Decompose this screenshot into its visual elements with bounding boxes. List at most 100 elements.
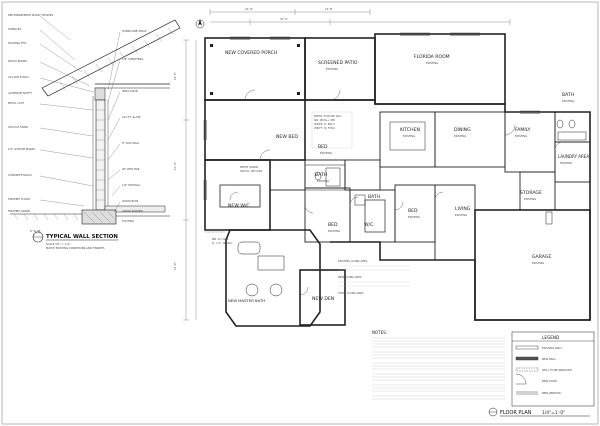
- room-label-new-wic: NEW W/C: [228, 203, 250, 209]
- legend: LEGEND EXISTING WALL NEW WALL WALL TO BE…: [511, 331, 595, 407]
- svg-text:METAL LATH: METAL LATH: [8, 101, 24, 105]
- wall-section-detail: PRE-ENGINEERED WOOD TRUSSES SHINGLES ROO…: [8, 13, 181, 250]
- svg-text:13'-8": 13'-8": [325, 7, 333, 11]
- svg-text:CONCRETE BLOCK: CONCRETE BLOCK: [8, 173, 32, 177]
- svg-text:2x4 SUB FASCIA: 2x4 SUB FASCIA: [8, 75, 29, 79]
- svg-text:TOTAL LIVING AREA: TOTAL LIVING AREA: [338, 291, 364, 295]
- sheet-title-block: FLOOR PLAN 1/4"=1'-0": [488, 407, 590, 417]
- svg-text:1/2" DRYWALL: 1/2" DRYWALL: [122, 183, 141, 187]
- svg-text:FINISHED GRADE: FINISHED GRADE: [8, 209, 30, 213]
- room-label-new-den: NEW DEN: [312, 296, 334, 302]
- sheet-title: FLOOR PLAN: [500, 410, 532, 416]
- svg-text:FOOTING: FOOTING: [122, 219, 134, 223]
- svg-text:AND INSTALL NEW: AND INSTALL NEW: [314, 119, 335, 122]
- svg-text:EXISTING: EXISTING: [403, 134, 415, 138]
- svg-text:EXISTING: EXISTING: [328, 229, 340, 233]
- room-label-bath-3: BATH: [368, 194, 380, 200]
- svg-text:STUCCO FINISH: STUCCO FINISH: [8, 125, 28, 129]
- svg-text:FINISHED FLOOR: FINISHED FLOOR: [8, 197, 30, 201]
- svg-text:SHINGLES: SHINGLES: [8, 27, 21, 31]
- legend-title: LEGEND: [542, 335, 559, 340]
- general-notes: NOTES:: [372, 330, 505, 400]
- room-label-new-bed: NEW BED: [276, 134, 298, 140]
- room-label-garage: GARAGE: [532, 254, 551, 260]
- svg-text:INSULATION: INSULATION: [122, 89, 138, 93]
- svg-text:1/2" GYPSUM BOARD: 1/2" GYPSUM BOARD: [8, 147, 35, 151]
- svg-text:HURRICANE STRAP: HURRICANE STRAP: [122, 29, 147, 33]
- wall-section-labels-left: PRE-ENGINEERED WOOD TRUSSES SHINGLES ROO…: [8, 13, 53, 233]
- svg-text:EXISTING: EXISTING: [524, 197, 536, 201]
- room-label-bath-2: BATH: [562, 92, 574, 98]
- svg-text:EXISTING: EXISTING: [560, 161, 572, 165]
- room-label-screened-patio: SCREENED PATIO: [318, 60, 358, 66]
- svg-text:FASCIA BOARD: FASCIA BOARD: [8, 59, 27, 63]
- legend-item-new-wall: NEW WALL: [515, 356, 557, 361]
- room-label-florida-room: FLORIDA ROOM: [414, 54, 450, 60]
- svg-text:EXISTING: EXISTING: [320, 151, 332, 155]
- wall-section-note: MATCH EXISTING CONDITIONS AND FINISHES: [46, 246, 105, 250]
- svg-text:PRE-ENGINEERED WOOD TRUSSES: PRE-ENGINEERED WOOD TRUSSES: [8, 13, 53, 17]
- svg-text:NEW DOOR: NEW DOOR: [542, 379, 557, 383]
- svg-text:EXISTING LIVING AREA: EXISTING LIVING AREA: [338, 259, 368, 263]
- svg-text:EXISTING: EXISTING: [455, 213, 467, 217]
- svg-text:EXISTING: EXISTING: [326, 67, 338, 71]
- svg-text:NEW WALL: NEW WALL: [542, 357, 557, 361]
- svg-text:INSTALL NEW DOOR: INSTALL NEW DOOR: [240, 170, 263, 173]
- svg-text:ALUMINUM SOFFIT: ALUMINUM SOFFIT: [8, 91, 32, 95]
- legend-item-new-door: NEW DOOR: [515, 373, 557, 385]
- room-label-dining: DINING: [454, 127, 471, 133]
- room-label-new-master-bath: NEW MASTER BATH: [228, 298, 265, 303]
- svg-text:NEW LIVING AREA: NEW LIVING AREA: [338, 275, 362, 279]
- legend-item-new-window: NEW WINDOW: [516, 391, 561, 395]
- svg-text:EXISTING: EXISTING: [408, 215, 420, 219]
- svg-text:EXISTING: EXISTING: [562, 99, 574, 103]
- svg-text:VERIFY IN FIELD: VERIFY IN FIELD: [314, 127, 335, 130]
- svg-text:EXISTING: EXISTING: [426, 61, 438, 65]
- room-label-kitchen: KITCHEN: [400, 127, 420, 133]
- svg-text:REMOVE WINDOW: REMOVE WINDOW: [240, 166, 259, 169]
- svg-text:6" SLAB: 6" SLAB: [30, 229, 41, 233]
- north-arrow-icon: [195, 19, 205, 29]
- svg-text:EXISTING: EXISTING: [454, 134, 466, 138]
- room-label-bath-1: BATH: [315, 172, 327, 178]
- svg-text:W/ 1/2" DRYWALL: W/ 1/2" DRYWALL: [212, 242, 233, 245]
- svg-text:2x4 P.T. PLATE: 2x4 P.T. PLATE: [122, 115, 141, 119]
- svg-text:31'-3": 31'-3": [280, 17, 288, 21]
- svg-text:14'-8": 14'-8": [173, 72, 177, 80]
- svg-text:REMOVE EXISTING WALL: REMOVE EXISTING WALL: [314, 115, 342, 118]
- svg-text:WALL TO BE REMOVED: WALL TO BE REMOVED: [542, 368, 572, 372]
- room-label-bed-3: BED: [408, 208, 418, 214]
- room-label-family: FAMILY: [515, 127, 531, 133]
- legend-item-existing-wall: EXISTING WALL: [515, 345, 563, 350]
- room-label-laundry: LAUNDRY AREA: [558, 154, 589, 159]
- notes-title: NOTES:: [372, 330, 387, 335]
- plan-callout-notes: REMOVE EXISTING WALL AND INSTALL NEW HEA…: [212, 111, 353, 245]
- svg-text:VAPOR BARRIER: VAPOR BARRIER: [122, 209, 143, 213]
- svg-text:EXISTING: EXISTING: [532, 261, 544, 265]
- area-summary: EXISTING LIVING AREA NEW LIVING AREA TOT…: [338, 259, 410, 295]
- svg-text:WOOD BASE: WOOD BASE: [122, 199, 139, 203]
- svg-text:EXISTING: EXISTING: [515, 134, 527, 138]
- svg-text:NEW WINDOW: NEW WINDOW: [542, 391, 561, 395]
- room-label-new-covered-porch: NEW COVERED PORCH: [225, 50, 277, 56]
- wall-section-title: TYPICAL WALL SECTION: [46, 234, 118, 240]
- room-label-living: LIVING: [455, 206, 471, 212]
- svg-text:NEW 2x4 WALL: NEW 2x4 WALL: [212, 238, 229, 241]
- svg-text:EXISTING WALL: EXISTING WALL: [542, 346, 563, 350]
- svg-text:1/2" SHEATHING: 1/2" SHEATHING: [122, 57, 143, 61]
- svg-text:#5 VERT BAR: #5 VERT BAR: [122, 167, 140, 171]
- sheet-scale: 1/4"=1'-0": [542, 410, 565, 416]
- legend-item-wall-removed: WALL TO BE REMOVED: [515, 367, 572, 372]
- svg-text:HEADER AS REQ'D: HEADER AS REQ'D: [314, 123, 335, 126]
- room-label-wic: W/C: [364, 222, 373, 228]
- svg-text:12'-6": 12'-6": [173, 262, 177, 270]
- svg-text:8" CMU WALL: 8" CMU WALL: [122, 141, 140, 145]
- wall-section-scale: SCALE 3/4" = 1'-0": [46, 242, 70, 246]
- room-label-bed-2: BED: [328, 222, 338, 228]
- floor-plan: 21'-9" 13'-8" 31'-3" 14'-8" 10'-4" 12'-6…: [173, 7, 591, 327]
- room-label-storage: STORAGE: [520, 190, 542, 196]
- svg-text:21'-9": 21'-9": [245, 7, 253, 11]
